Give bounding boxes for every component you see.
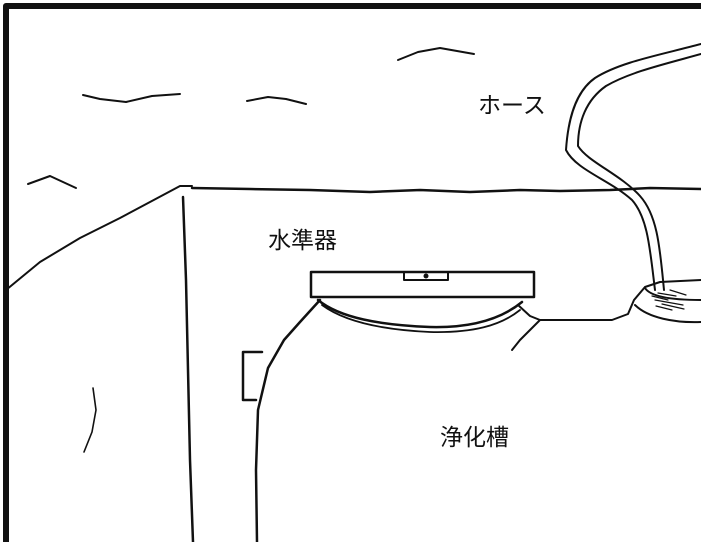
hose-inner [577,53,701,291]
tank-inlet [241,350,264,402]
level-bubble [423,273,429,279]
sky-strokes [27,47,475,189]
level-bubble-vial [403,271,449,281]
tank-body-left [254,298,322,542]
tank-top-curve [316,298,524,329]
tank-top-edge [539,279,701,321]
frame-border [3,3,701,542]
cloud-stroke [246,96,307,105]
water-splash [651,289,687,311]
cloud-stroke [27,175,77,189]
pit-edge [181,195,195,542]
ground-crack [83,387,97,453]
level-lid [309,270,536,299]
second-opening [634,287,701,324]
cloud-stroke [82,93,181,103]
tank-top-curve-inner [321,304,521,333]
cloud-stroke [397,47,475,61]
hose-label: ホース [478,93,546,119]
hose-outer [565,43,701,291]
left-slope [5,185,193,291]
septic-tank-label: 浄化槽 [440,425,509,451]
ground-line [190,186,701,194]
level-label: 水準器 [268,228,337,254]
